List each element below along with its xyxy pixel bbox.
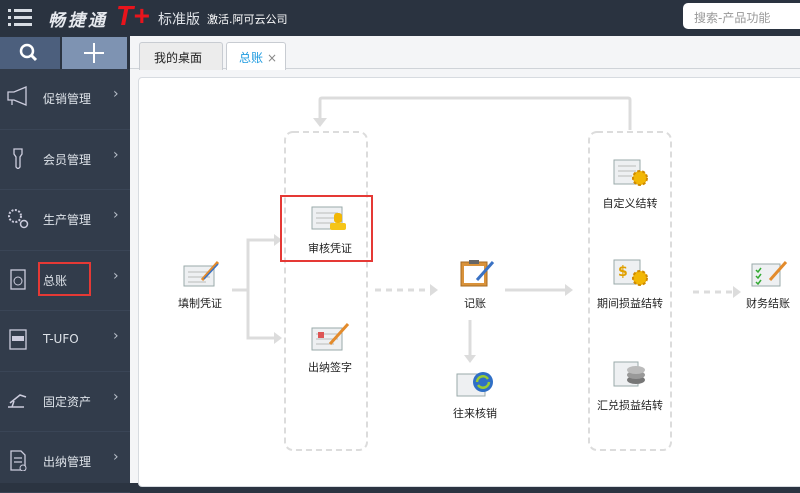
- search-button[interactable]: [0, 37, 60, 69]
- add-button[interactable]: [62, 37, 127, 69]
- voucher-pen-icon: [183, 261, 220, 287]
- node-period-pl-transfer[interactable]: $ 期间损益结转: [590, 258, 670, 310]
- asset-icon: [8, 393, 27, 408]
- search-input[interactable]: 搜索-产品功能: [683, 3, 800, 29]
- audit-stamp-icon: [311, 206, 346, 230]
- sidebar-item-label: 促销管理: [43, 92, 92, 106]
- sidebar-item-production[interactable]: 生产管理 ›: [0, 190, 130, 251]
- flow-connectors: [232, 96, 741, 451]
- checklist-pen-icon: [751, 261, 788, 287]
- node-audit-voucher[interactable]: 审核凭证: [290, 203, 370, 255]
- chevron-right-icon: ›: [113, 267, 119, 284]
- close-icon[interactable]: ×: [267, 51, 278, 65]
- node-label: 记账: [464, 297, 486, 310]
- sidebar-item-promotion[interactable]: 促销管理 ›: [0, 69, 130, 130]
- reconcile-icon: [456, 372, 493, 397]
- megaphone-icon: [7, 86, 27, 106]
- top-bar: 畅捷通 T+ 标准版 激活.阿可云公司 搜索-产品功能: [0, 0, 800, 36]
- brand-mark: T+: [116, 0, 150, 31]
- node-label: 往来核销: [453, 407, 497, 420]
- sidebar-item-label: T-UFO: [43, 332, 79, 346]
- brand-logo: 畅捷通: [48, 6, 108, 31]
- plus-icon: [84, 43, 104, 63]
- search-icon: [19, 43, 38, 62]
- node-reconcile[interactable]: 往来核销: [435, 368, 515, 420]
- highlight-box: [280, 195, 373, 262]
- sidebar-item-label: 生产管理: [43, 213, 92, 227]
- sidebar-item-label: 固定资产: [43, 394, 92, 409]
- chevron-right-icon: ›: [113, 449, 119, 465]
- node-fill-voucher[interactable]: 填制凭证: [160, 258, 240, 310]
- ledger-icon: [10, 268, 26, 290]
- tufo-icon: [9, 329, 27, 350]
- node-label: 期间损益结转: [597, 297, 663, 310]
- tab-my-desktop[interactable]: 我的桌面: [139, 42, 223, 70]
- sidebar-item-t-ufo[interactable]: T-UFO ›: [0, 311, 130, 372]
- chevron-right-icon: ›: [113, 328, 119, 344]
- brand-name: 畅捷通: [48, 11, 108, 31]
- chevron-right-icon: ›: [113, 388, 119, 405]
- node-label: 自定义结转: [602, 197, 658, 210]
- sidebar-item-label: 会员管理: [43, 152, 92, 167]
- cashier-icon: [10, 450, 27, 471]
- node-custom-transfer[interactable]: 自定义结转: [590, 158, 670, 210]
- doc-gear-icon: [613, 159, 648, 186]
- sidebar: 促销管理 › 会员管理 › 生产管理 › 总账 › T-UFO › 固定资产 › 出纳管理 ›: [0, 69, 130, 493]
- tab-label: 总账: [239, 51, 264, 65]
- node-label: 出纳签字: [308, 361, 352, 374]
- svg-text:$: $: [618, 264, 628, 280]
- tab-bar: 我的桌面 总账×: [130, 36, 800, 70]
- highlight-box: [38, 262, 91, 296]
- doc-dollar-gear-icon: $: [613, 259, 648, 286]
- sidebar-item-label: 总账: [43, 273, 68, 288]
- fx-coins-icon: [613, 361, 645, 387]
- clipboard-pen-icon: [460, 260, 495, 287]
- sidebar-item-label: 出纳管理: [43, 455, 92, 469]
- chevron-right-icon: ›: [113, 86, 119, 102]
- company-name: 激活.阿可云公司: [207, 13, 288, 26]
- chevron-right-icon: ›: [113, 146, 119, 163]
- node-label: 填制凭证: [178, 297, 222, 310]
- sidebar-item-fixed-assets[interactable]: 固定资产 ›: [0, 372, 130, 432]
- node-cashier-sign[interactable]: 出纳签字: [290, 322, 370, 374]
- gears-icon: [8, 209, 29, 229]
- sidebar-item-member[interactable]: 会员管理 ›: [0, 130, 130, 190]
- edition-label: 标准版: [158, 12, 200, 28]
- node-label: 财务结账: [746, 297, 790, 310]
- node-label: 汇兑损益结转: [597, 399, 663, 412]
- sign-pen-icon: [311, 322, 350, 351]
- tab-general-ledger[interactable]: 总账×: [226, 42, 286, 70]
- node-post[interactable]: 记账: [435, 258, 515, 310]
- menu-icon[interactable]: [8, 9, 32, 27]
- sidebar-item-general-ledger[interactable]: 总账 ›: [0, 251, 130, 311]
- node-fx-pl-transfer[interactable]: 汇兑损益结转: [590, 360, 670, 412]
- node-close-books[interactable]: 财务结账: [728, 258, 800, 310]
- member-icon: [13, 147, 23, 169]
- node-label: 审核凭证: [308, 242, 352, 255]
- chevron-right-icon: ›: [113, 207, 119, 223]
